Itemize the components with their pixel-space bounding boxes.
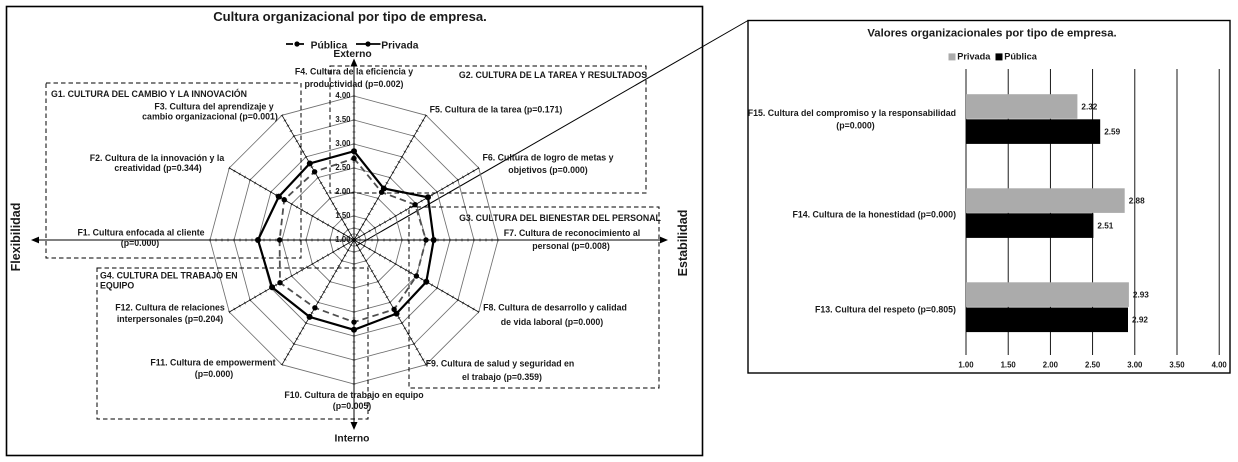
svg-text:Pública: Pública: [1004, 52, 1038, 62]
svg-text:G4. CULTURA DEL TRABAJO EN: G4. CULTURA DEL TRABAJO EN: [100, 271, 238, 281]
svg-text:F10. Cultura de trabajo en equ: F10. Cultura de trabajo en equipo: [284, 390, 424, 400]
svg-text:F8. Cultura de desarrollo y ca: F8. Cultura de desarrollo y calidad: [483, 303, 627, 313]
svg-text:(p=0.000): (p=0.000): [121, 238, 159, 248]
svg-text:Estabilidad: Estabilidad: [676, 210, 690, 277]
svg-text:F6. Cultura de logro de metas: F6. Cultura de logro de metas y: [482, 153, 613, 163]
svg-text:(p=0.005): (p=0.005): [333, 401, 371, 411]
svg-text:1.00: 1.00: [335, 235, 351, 244]
svg-text:F9. Cultura de salud y segurid: F9. Cultura de salud y seguridad en: [426, 359, 575, 369]
svg-text:F1. Cultura enfocada al client: F1. Cultura enfocada al cliente: [77, 228, 204, 238]
svg-text:F7. Cultura de reconocimiento: F7. Cultura de reconocimiento al: [504, 228, 640, 238]
svg-text:2.51: 2.51: [1097, 222, 1113, 231]
svg-text:Externo: Externo: [333, 49, 371, 60]
svg-text:2.59: 2.59: [1104, 128, 1120, 137]
svg-text:interpersonales (p=0.204): interpersonales (p=0.204): [117, 314, 223, 324]
svg-text:Privada: Privada: [381, 40, 418, 51]
svg-text:F12. Cultura de relaciones: F12. Cultura de relaciones: [115, 303, 225, 313]
svg-text:3.00: 3.00: [1127, 361, 1143, 370]
svg-text:(p=0.000): (p=0.000): [836, 121, 874, 131]
svg-text:3.50: 3.50: [1169, 361, 1185, 370]
svg-text:2.00: 2.00: [1043, 361, 1059, 370]
svg-text:F15. Cultura del compromiso y: F15. Cultura del compromiso y la respons…: [748, 108, 956, 118]
svg-text:personal (p=0.008): personal (p=0.008): [532, 241, 610, 251]
svg-text:F14. Cultura de la honestidad: F14. Cultura de la honestidad (p=0.000): [792, 210, 956, 220]
svg-text:2.50: 2.50: [1085, 361, 1101, 370]
svg-text:G3. CULTURA DEL BIENESTAR DEL: G3. CULTURA DEL BIENESTAR DEL PERSONAL: [459, 213, 661, 223]
svg-text:Valores organizacionales por t: Valores organizacionales por tipo de emp…: [867, 28, 1116, 40]
svg-text:objetivos (p=0.000): objetivos (p=0.000): [508, 165, 588, 175]
svg-text:(p=0.000): (p=0.000): [195, 369, 233, 379]
svg-text:Pública: Pública: [311, 40, 348, 51]
svg-text:F4. Cultura de la eficiencia y: F4. Cultura de la eficiencia y: [295, 67, 413, 77]
svg-text:2.50: 2.50: [335, 163, 351, 172]
svg-text:productividad (p=0.002): productividad (p=0.002): [305, 79, 404, 89]
svg-text:1.00: 1.00: [958, 361, 974, 370]
svg-text:F2. Cultura de la innovación y: F2. Cultura de la innovación y la: [90, 153, 225, 163]
svg-text:4.00: 4.00: [1212, 361, 1228, 370]
svg-text:cambio organizacional (p=0.001: cambio organizacional (p=0.001): [142, 112, 278, 122]
svg-text:creatividad (p=0.344): creatividad (p=0.344): [114, 163, 201, 173]
svg-text:el trabajo (p=0.359): el trabajo (p=0.359): [462, 372, 542, 382]
svg-text:de vida laboral (p=0.000): de vida laboral (p=0.000): [501, 317, 603, 327]
svg-text:G2. CULTURA DE LA TAREA Y RESU: G2. CULTURA DE LA TAREA Y RESULTADOS: [459, 70, 647, 80]
svg-text:EQUIPO: EQUIPO: [100, 281, 134, 291]
svg-text:2.00: 2.00: [335, 187, 351, 196]
svg-text:3.50: 3.50: [335, 115, 351, 124]
svg-text:F5. Cultura de la tarea (p=0.1: F5. Cultura de la tarea (p=0.171): [430, 105, 563, 115]
svg-text:1.50: 1.50: [335, 211, 351, 220]
svg-text:F3. Cultura del aprendizaje y: F3. Cultura del aprendizaje y: [154, 102, 273, 112]
svg-text:2.93: 2.93: [1133, 291, 1149, 300]
svg-text:Interno: Interno: [335, 434, 370, 445]
svg-text:4.00: 4.00: [335, 91, 351, 100]
svg-text:Cultura organizacional por tip: Cultura organizacional por tipo de empre…: [213, 9, 487, 24]
svg-text:F13. Cultura del respeto (p=0.: F13. Cultura del respeto (p=0.805): [815, 305, 956, 315]
svg-text:Privada: Privada: [957, 52, 991, 62]
svg-text:F11. Cultura de empowerment: F11. Cultura de empowerment: [150, 358, 275, 368]
svg-text:Flexibilidad: Flexibilidad: [9, 203, 23, 272]
svg-text:2.92: 2.92: [1132, 316, 1148, 325]
svg-text:1.50: 1.50: [1001, 361, 1017, 370]
svg-text:2.32: 2.32: [1081, 102, 1097, 111]
svg-text:3.00: 3.00: [335, 139, 351, 148]
svg-text:G1. CULTURA DEL CAMBIO Y LA IN: G1. CULTURA DEL CAMBIO Y LA INNOVACIÓN: [51, 88, 247, 99]
svg-text:2.88: 2.88: [1129, 197, 1145, 206]
